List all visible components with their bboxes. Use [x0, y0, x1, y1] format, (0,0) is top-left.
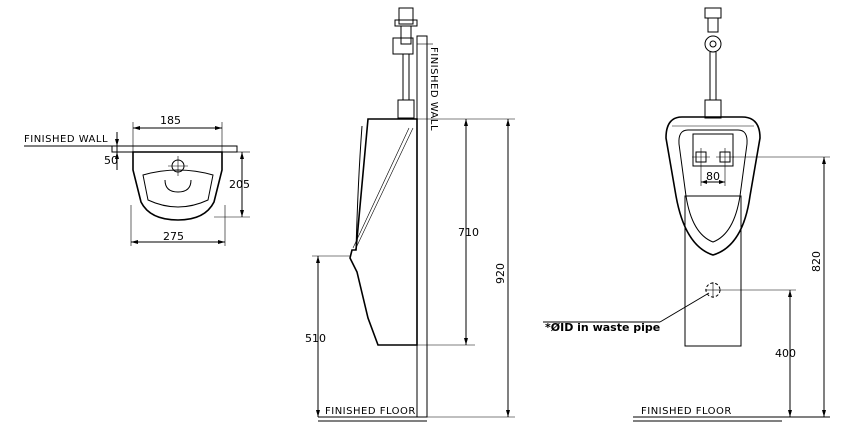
- plan-view: FINISHED WALL 185 50 205: [24, 114, 250, 246]
- side-dim-510: 510: [305, 332, 326, 345]
- plan-dim-275: 275: [163, 230, 184, 243]
- plan-dim-50: 50: [104, 154, 118, 167]
- side-finished-wall-label: FINISHED WALL: [428, 47, 439, 131]
- front-view: 80 *ØID in waste pipe 820 400 FINISHED F…: [543, 7, 830, 422]
- front-bowl-outer: [665, 116, 761, 256]
- front-valve-body: [704, 35, 722, 53]
- plan-finished-wall-label: FINISHED WALL: [24, 134, 108, 145]
- front-bowl-inner: [678, 129, 748, 243]
- side-valve-head: [398, 7, 414, 25]
- side-body-curve: [355, 125, 363, 251]
- plan-wall-plate: [111, 145, 238, 153]
- front-finished-floor-label: FINISHED FLOOR: [641, 406, 732, 417]
- side-dim-710: 710: [458, 226, 479, 239]
- plan-dim-185: 185: [160, 114, 181, 127]
- side-finished-wall: [416, 35, 428, 418]
- plan-bowl-inner: [142, 169, 214, 208]
- side-urinal-body: [349, 118, 418, 346]
- plan-bowl-outline: [132, 151, 223, 221]
- side-pipe-coupling: [397, 99, 415, 119]
- front-note-leader: [659, 292, 710, 323]
- front-rear-panel: [684, 195, 742, 347]
- plan-drain-recess: [164, 179, 192, 193]
- front-inlet-plate: [692, 133, 734, 167]
- front-dim-400: 400: [775, 347, 796, 360]
- front-waste-pipe-note: *ØID in waste pipe: [545, 321, 660, 334]
- front-pipe-coupling: [704, 99, 722, 119]
- side-finished-floor-label: FINISHED FLOOR: [325, 406, 416, 417]
- side-view: FINISHED WALL 710 920 510 FINISHED FLOOR: [305, 7, 515, 422]
- front-dim-80: 80: [706, 170, 720, 183]
- front-dim-820: 820: [810, 251, 823, 272]
- side-valve-body: [392, 37, 414, 55]
- side-dim-920: 920: [494, 263, 507, 284]
- front-valve-head: [704, 7, 722, 19]
- plan-dim-205: 205: [229, 178, 250, 191]
